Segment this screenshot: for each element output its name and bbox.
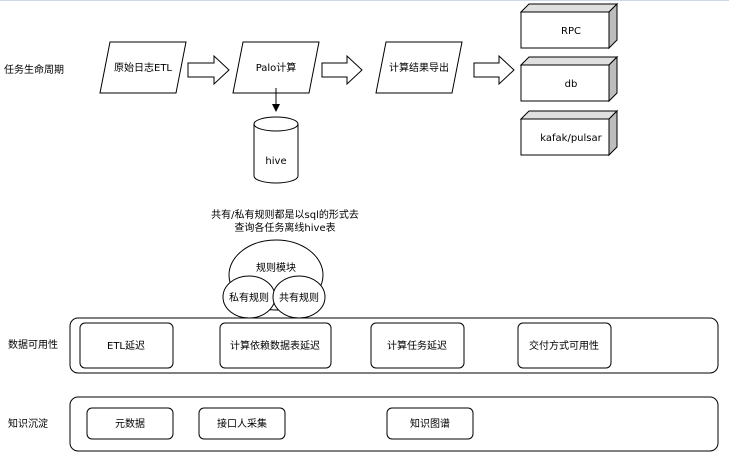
availability-item-etl-delay: ETL延迟: [79, 322, 174, 369]
arrow-export-to-outputs: [473, 54, 515, 86]
flow-export-label: 计算结果导出: [389, 61, 449, 74]
output-rpc-box: RPC: [519, 2, 619, 50]
knowledge-container: [69, 396, 719, 452]
availability-item-label: ETL延迟: [107, 339, 145, 352]
flow-export-node: 计算结果导出: [375, 41, 463, 94]
private-rules-label: 私有规则: [229, 291, 269, 304]
output-kafka-box: kafak/pulsar: [519, 109, 619, 157]
rules-module: 规则模块 私有规则 共有规则: [222, 239, 326, 319]
output-kafka-label: kafak/pulsar: [540, 133, 602, 144]
output-db-label: db: [565, 79, 578, 90]
availability-item-label: 计算依赖数据表延迟: [230, 339, 320, 352]
output-db-box: db: [519, 55, 619, 103]
shared-rules-label: 共有规则: [279, 291, 319, 304]
knowledge-item-contact-collection: 接口人采集: [198, 407, 286, 440]
rules-note-line2: 查询各任务离线hive表: [234, 221, 335, 234]
output-rpc-label: RPC: [561, 26, 581, 37]
rules-note-line1: 共有/私有规则都是以sql的形式去: [211, 208, 359, 221]
availability-item-label: 计算任务延迟: [387, 339, 447, 352]
knowledge-item-label: 接口人采集: [217, 417, 267, 430]
arrow-palo-to-export: [321, 54, 363, 86]
arrow-etl-to-palo: [187, 54, 230, 86]
row-label-knowledge: 知识沉淀: [8, 417, 48, 430]
row-label-lifecycle: 任务生命周期: [4, 63, 64, 76]
row-label-availability: 数据可用性: [8, 338, 58, 351]
hive-cylinder: hive: [253, 116, 299, 184]
flow-palo-node: Palo计算: [232, 41, 320, 94]
rules-module-label: 规则模块: [256, 261, 296, 274]
hive-label: hive: [265, 156, 286, 167]
availability-item-dependency-delay: 计算依赖数据表延迟: [219, 322, 332, 369]
knowledge-item-graph: 知识图谱: [386, 407, 474, 440]
availability-container: [69, 317, 719, 374]
availability-item-task-delay: 计算任务延迟: [370, 322, 465, 369]
knowledge-item-metadata: 元数据: [86, 407, 174, 440]
knowledge-item-label: 元数据: [115, 417, 145, 430]
flow-etl-label: 原始日志ETL: [114, 61, 172, 74]
availability-item-label: 交付方式可用性: [529, 339, 599, 352]
knowledge-item-label: 知识图谱: [410, 417, 450, 430]
flow-etl-node: 原始日志ETL: [99, 41, 187, 94]
flow-palo-label: Palo计算: [256, 61, 297, 74]
availability-item-delivery: 交付方式可用性: [517, 322, 612, 369]
